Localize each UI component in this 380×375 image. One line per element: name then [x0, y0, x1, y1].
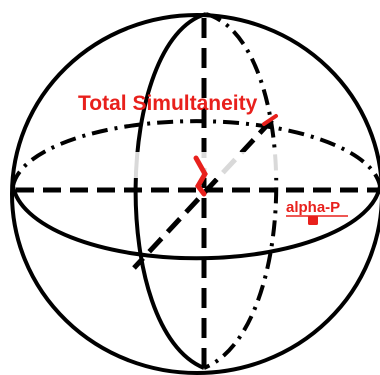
alpha-p-point — [308, 216, 318, 225]
diagram-title: Total Simultaneity — [78, 92, 258, 115]
meridian-front — [133, 12, 207, 370]
sphere-outline — [10, 13, 380, 375]
equator-front — [11, 185, 380, 261]
point-label: alpha-P — [286, 199, 340, 216]
meridian-back — [203, 12, 279, 370]
equator-back — [11, 119, 380, 187]
center-red-mark — [193, 155, 208, 197]
diagonal-red-mark — [262, 114, 278, 126]
faded-band — [60, 152, 330, 178]
diagonal-axis — [132, 118, 274, 270]
